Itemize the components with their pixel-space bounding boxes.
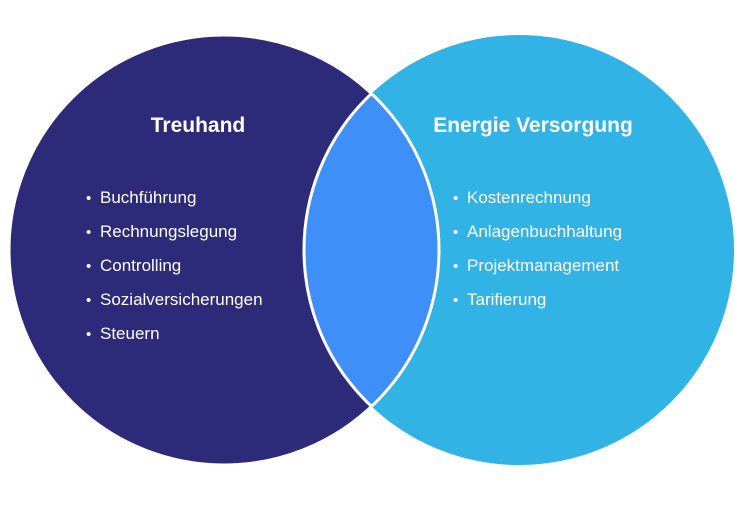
treuhand-list: Buchführung Rechnungslegung Controlling …: [86, 187, 263, 357]
energie-versorgung-title: Energie Versorgung: [433, 114, 633, 137]
treuhand-title: Treuhand: [150, 114, 246, 137]
list-item: Steuern: [86, 323, 263, 357]
intersection-outline-left: [7, 33, 441, 467]
list-item: Projektmanagement: [453, 255, 622, 289]
list-item: Buchführung: [86, 187, 263, 221]
list-item: Rechnungslegung: [86, 221, 263, 255]
list-item: Sozialversicherungen: [86, 289, 263, 323]
intersection-outline-right: [302, 35, 439, 465]
list-item: Tarifierung: [453, 289, 622, 323]
list-item: Anlagenbuchhaltung: [453, 221, 622, 255]
list-item: Controlling: [86, 255, 263, 289]
list-item: Kostenrechnung: [453, 187, 622, 221]
energie-versorgung-list: Kostenrechnung Anlagenbuchhaltung Projek…: [453, 187, 622, 323]
